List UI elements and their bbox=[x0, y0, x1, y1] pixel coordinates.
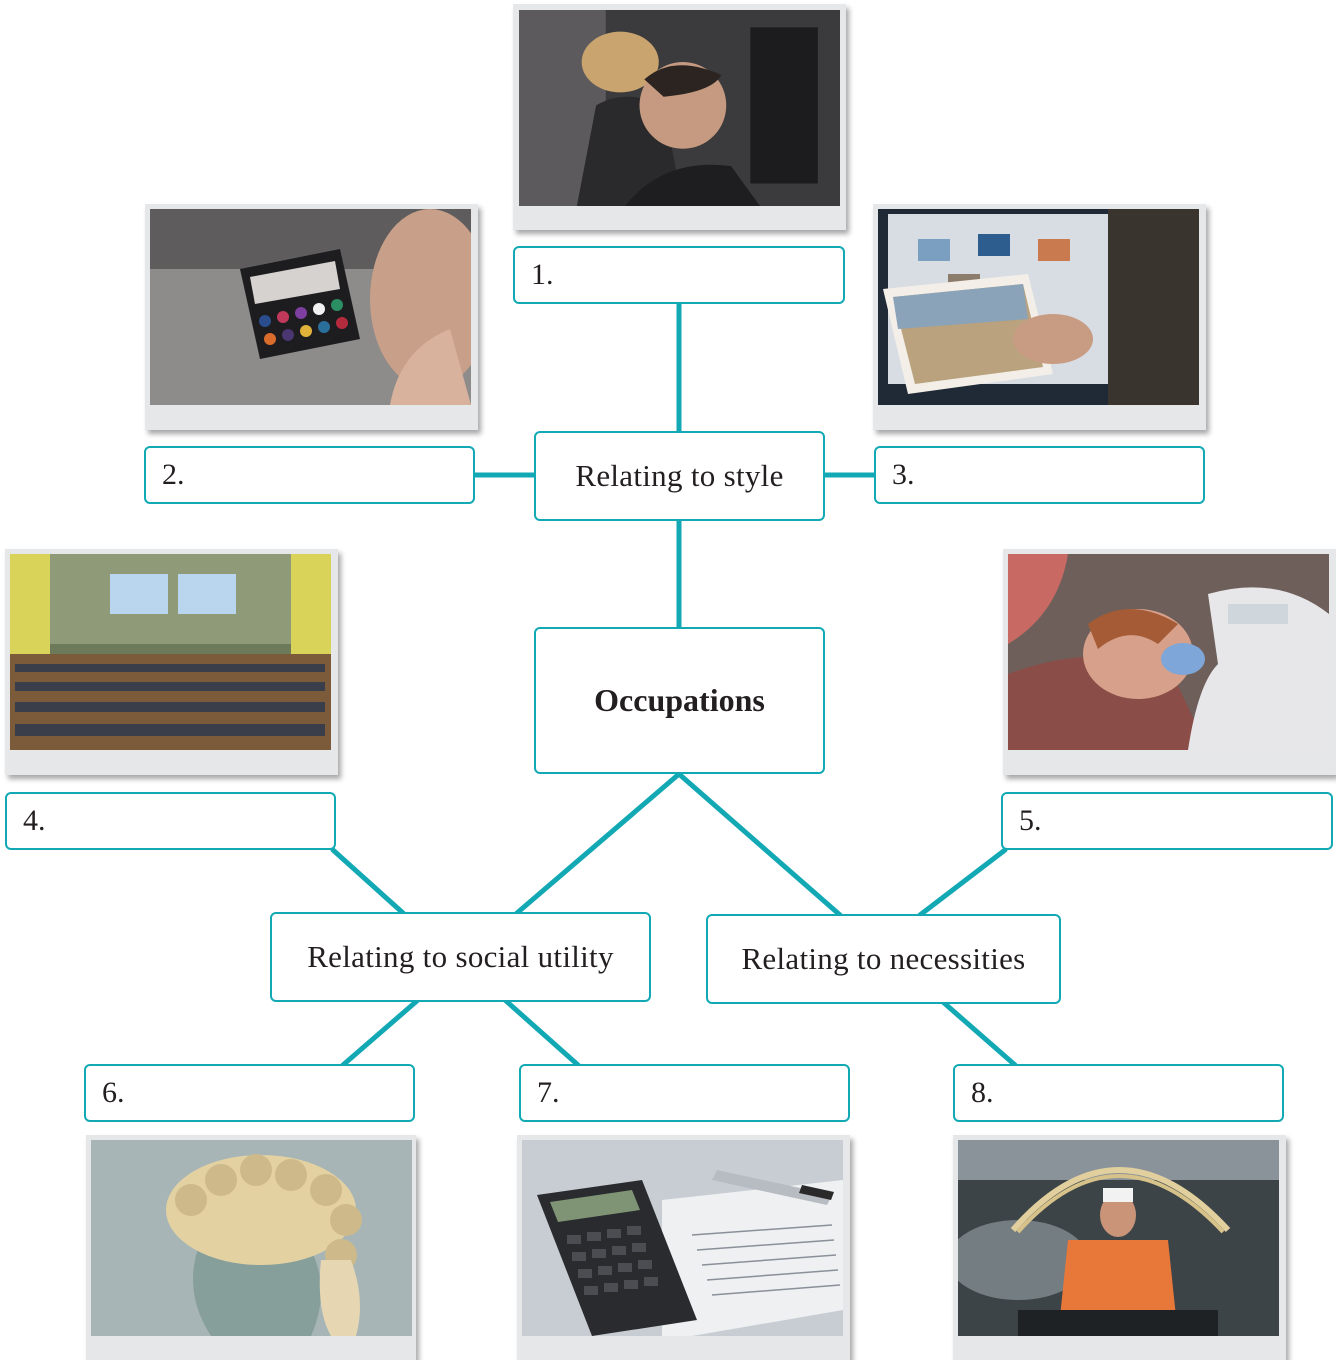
calculator-accounts-photo bbox=[522, 1140, 843, 1336]
photographer-photo bbox=[878, 209, 1199, 405]
answer-box-5[interactable]: 5. bbox=[1001, 792, 1333, 850]
answer-number-2: 2. bbox=[162, 458, 185, 491]
answer-box-3[interactable]: 3. bbox=[874, 446, 1205, 504]
photo-card-6 bbox=[86, 1135, 416, 1360]
answer-box-4[interactable]: 4. bbox=[5, 792, 336, 850]
answer-box-8[interactable]: 8. bbox=[953, 1064, 1284, 1122]
answer-number-8: 8. bbox=[971, 1076, 994, 1109]
photo-card-3 bbox=[873, 204, 1206, 430]
photo-card-1 bbox=[513, 4, 846, 230]
makeup-artist-photo bbox=[150, 209, 471, 405]
noodle-chef-photo bbox=[958, 1140, 1279, 1336]
category-social-utility-box: Relating to social utility bbox=[270, 912, 651, 1002]
photo-card-2 bbox=[145, 204, 478, 430]
answer-number-5: 5. bbox=[1019, 804, 1042, 837]
answer-number-4: 4. bbox=[23, 804, 46, 837]
answer-box-2[interactable]: 2. bbox=[144, 446, 475, 504]
photo-card-8 bbox=[953, 1135, 1286, 1360]
category-style-box: Relating to style bbox=[534, 431, 825, 521]
dentist-photo bbox=[1008, 554, 1329, 750]
hairdresser-photo bbox=[519, 10, 840, 206]
central-topic-box: Occupations bbox=[534, 627, 825, 774]
category-social-utility-label: Relating to social utility bbox=[307, 939, 614, 974]
answer-number-3: 3. bbox=[892, 458, 915, 491]
answer-number-7: 7. bbox=[537, 1076, 560, 1109]
answer-box-6[interactable]: 6. bbox=[84, 1064, 415, 1122]
answer-number-1: 1. bbox=[531, 258, 554, 291]
photo-card-7 bbox=[517, 1135, 850, 1360]
central-topic-label: Occupations bbox=[594, 682, 765, 718]
answer-number-6: 6. bbox=[102, 1076, 125, 1109]
judge-wig-photo bbox=[91, 1140, 412, 1336]
answer-box-1[interactable]: 1. bbox=[513, 246, 845, 304]
category-style-label: Relating to style bbox=[575, 458, 784, 493]
category-necessities-box: Relating to necessities bbox=[706, 914, 1061, 1004]
photo-card-4 bbox=[5, 549, 338, 775]
lecture-hall-photo bbox=[10, 554, 331, 750]
photo-card-5 bbox=[1003, 549, 1336, 775]
answer-box-7[interactable]: 7. bbox=[519, 1064, 850, 1122]
category-necessities-label: Relating to necessities bbox=[741, 941, 1026, 976]
